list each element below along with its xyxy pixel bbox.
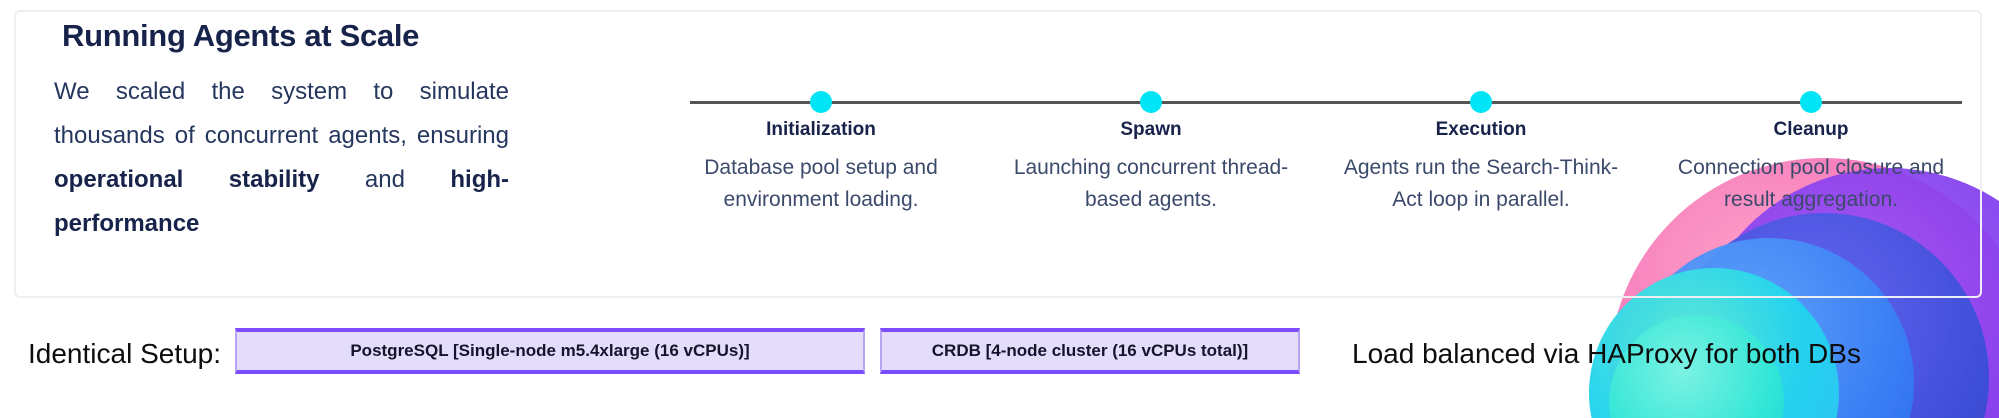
- timeline-step-cleanup[interactable]: Cleanup Connection pool closure and resu…: [1646, 60, 1976, 290]
- paragraph-emphasis-stability: stability: [228, 166, 320, 193]
- paragraph-emphasis-high-performance: high-performance: [54, 166, 509, 237]
- timeline-dot-icon: [1800, 91, 1822, 113]
- identical-setup-label: Identical Setup:: [28, 338, 222, 369]
- page-title: Running Agents at Scale: [62, 18, 420, 53]
- timeline-steps: Initialization Database pool setup and e…: [656, 60, 1976, 290]
- badge-postgresql: PostgreSQL [Single-node m5.4xlarge (16 v…: [235, 328, 865, 374]
- haproxy-note: Load balanced via HAProxy for both DBs: [1352, 338, 1861, 369]
- timeline-step-label: Execution: [1435, 119, 1527, 140]
- setup-strip: Identical Setup: PostgreSQL [Single-node…: [0, 328, 1999, 400]
- content-card: Running Agents at Scale We scaled the sy…: [14, 10, 1982, 298]
- timeline-step-label: Spawn: [1120, 119, 1182, 140]
- timeline-step-description: Database pool setup and environment load…: [704, 156, 938, 211]
- pipeline-timeline: Initialization Database pool setup and e…: [656, 60, 1976, 290]
- paragraph-mid-text: and: [319, 166, 451, 193]
- timeline-step-description: Agents run the Search-Think-Act loop in …: [1343, 156, 1619, 211]
- timeline-axis-line: [690, 101, 1962, 104]
- timeline-step-description: Launching concurrent thread-based agents…: [1013, 156, 1289, 211]
- timeline-dot-icon: [810, 91, 832, 113]
- paragraph-lead-text: We scaled the system to simulate thousan…: [54, 78, 509, 149]
- paragraph-emphasis-operational: operational: [54, 166, 184, 193]
- badge-crdb: CRDB [4-node cluster (16 vCPUs total)]: [880, 328, 1300, 374]
- timeline-step-execution[interactable]: Execution Agents run the Search-Think-Ac…: [1316, 60, 1646, 290]
- timeline-dot-icon: [1140, 91, 1162, 113]
- summary-paragraph: We scaled the system to simulate thousan…: [54, 70, 509, 246]
- timeline-step-label: Initialization: [766, 119, 876, 140]
- timeline-step-spawn[interactable]: Spawn Launching concurrent thread-based …: [986, 60, 1316, 290]
- paragraph-space-1: [183, 166, 228, 193]
- timeline-step-initialization[interactable]: Initialization Database pool setup and e…: [656, 60, 986, 290]
- timeline-dot-icon: [1470, 91, 1492, 113]
- timeline-step-label: Cleanup: [1773, 119, 1849, 140]
- timeline-step-description: Connection pool closure and result aggre…: [1677, 156, 1945, 211]
